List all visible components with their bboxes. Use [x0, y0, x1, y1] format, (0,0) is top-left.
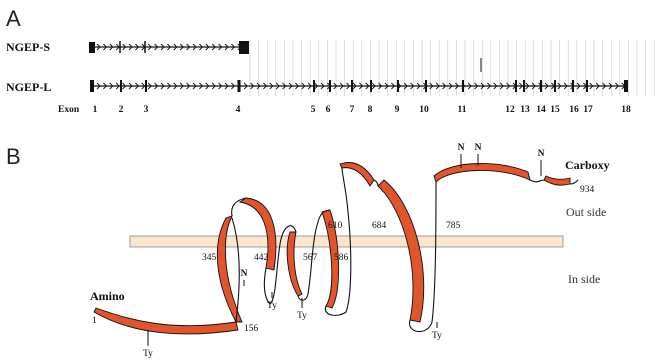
ribbon-segment-6: [340, 163, 374, 186]
ngep-l-exon-7: [351, 80, 353, 92]
ribbon-segment-7: [378, 180, 424, 322]
ngep-l-exon-5: [313, 80, 315, 92]
exon-number-6: 6: [326, 105, 331, 115]
exon-number-18: 18: [621, 105, 631, 115]
pos-684: 684: [372, 221, 387, 231]
in-side-label: In side: [568, 272, 600, 286]
ngep-l-exon-2: [120, 80, 122, 92]
ngep-l-exon-13: [523, 80, 525, 92]
glyco-n-1: N: [241, 269, 248, 279]
pos-785: 785: [446, 221, 461, 231]
protein-ribbon: [94, 163, 578, 334]
out-side-label: Out side: [566, 205, 606, 219]
pos-442: 442: [254, 253, 269, 263]
ngep-l-label: NGEP-L: [6, 80, 51, 94]
exon-number-17: 17: [583, 105, 593, 115]
pos-1: 1: [92, 316, 97, 326]
ngep-l-exon-15: [554, 80, 556, 92]
ribbon-segment-8: [434, 163, 530, 182]
carboxy-label: Carboxy: [565, 158, 610, 172]
glyco-n-3: N: [475, 143, 482, 153]
pos-156: 156: [244, 324, 259, 334]
ngep-l-exon-1: [90, 80, 94, 92]
exon-number-4: 4: [236, 105, 241, 115]
panel-b-letter: B: [6, 144, 21, 169]
ngep-s-exon-4: [239, 41, 249, 54]
exon-number-5: 5: [311, 105, 316, 115]
tyrosine-ty-2: Ty: [267, 301, 277, 311]
pos-567: 567: [303, 253, 318, 263]
ribbon-strand-6: [374, 180, 378, 186]
exon-number-14: 14: [536, 105, 546, 115]
exon-number-12: 12: [505, 105, 515, 115]
ngep-l-exon-18: [624, 80, 628, 92]
exon-number-10: 10: [419, 105, 429, 115]
pos-586: 586: [334, 253, 349, 263]
ngep-l-exon-14: [540, 80, 542, 92]
ngep-l-exon-12: [515, 80, 517, 92]
ngep-l-exon-17: [586, 80, 588, 92]
membrane-bar: [130, 236, 563, 247]
ngep-l-exon-3: [145, 80, 147, 92]
ngep-s-exon-1: [89, 42, 95, 53]
ngep-l-exon-8: [370, 80, 372, 92]
glyco-n-4: N: [538, 149, 545, 159]
exon-number-11: 11: [458, 105, 467, 115]
ribbon-segment-1: [94, 308, 238, 334]
amino-label: Amino: [90, 289, 125, 303]
ribbon-strand-8: [530, 180, 544, 182]
grid-lines: [250, 40, 654, 96]
pos-610: 610: [328, 221, 343, 231]
exon-number-7: 7: [350, 105, 355, 115]
panel-a-letter: A: [6, 6, 21, 31]
tyrosine-ty-1: Ty: [143, 349, 153, 359]
exon-number-9: 9: [395, 105, 400, 115]
ribbon-strand-9: [570, 180, 578, 184]
exon-number-16: 16: [569, 105, 579, 115]
ngep-l-exon-11: [462, 80, 464, 92]
glyco-n-2: N: [458, 143, 465, 153]
ngep-l-exon-4: [238, 80, 241, 92]
ngep-l-track: [90, 80, 628, 92]
ngep-s-label: NGEP-S: [6, 40, 50, 54]
exon-axis-label: Exon: [58, 105, 80, 115]
ribbon-segment-2: [217, 216, 242, 322]
ngep-l-exon-16: [572, 80, 574, 92]
exon-number-1: 1: [93, 105, 98, 115]
pos-934: 934: [580, 185, 595, 195]
exon-number-3: 3: [144, 105, 149, 115]
exon-number-8: 8: [368, 105, 373, 115]
tyrosine-ty-4: Ty: [432, 331, 442, 341]
ngep-l-exon-9: [397, 80, 399, 92]
exon-number-15: 15: [550, 105, 560, 115]
ngep-l-exon-10: [425, 80, 427, 92]
exon-number-2: 2: [119, 105, 124, 115]
exon-number-13: 13: [520, 105, 530, 115]
pos-345: 345: [202, 253, 217, 263]
ribbon-segment-9: [544, 176, 570, 185]
ngep-l-exon-6: [329, 80, 331, 92]
tyrosine-ty-3: Ty: [297, 311, 307, 321]
